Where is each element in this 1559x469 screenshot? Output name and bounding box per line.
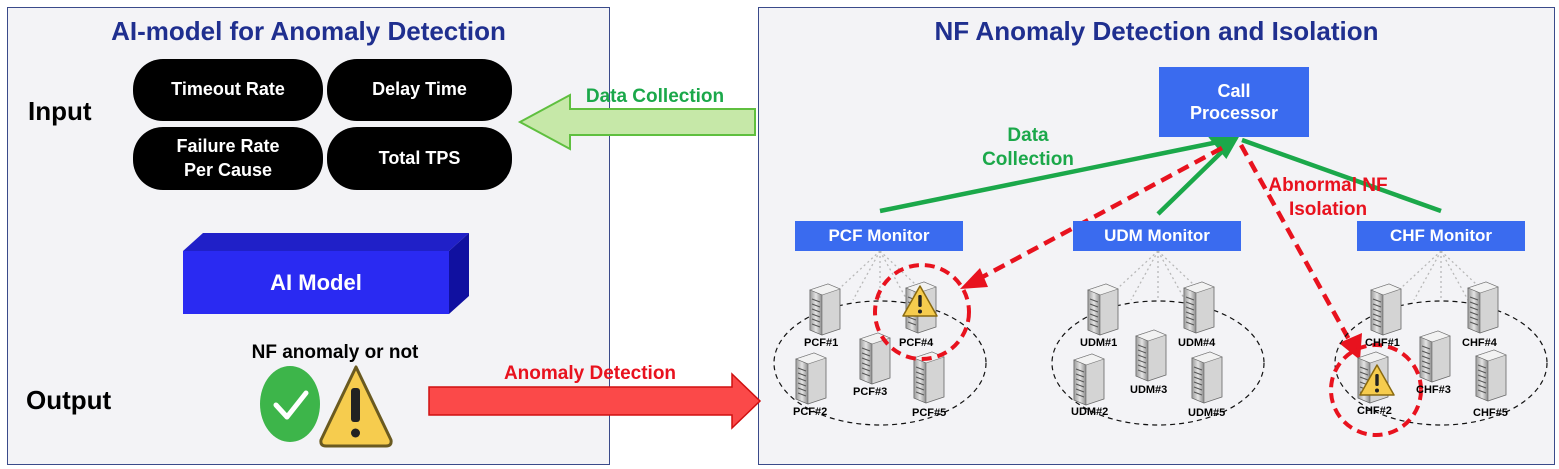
right-panel-title: NF Anomaly Detection and Isolation xyxy=(934,16,1379,46)
udm-group-outline xyxy=(1051,300,1265,426)
ai-model-block-side xyxy=(449,233,469,314)
check-icon xyxy=(260,366,320,442)
feature-total-tps: Total TPS xyxy=(327,127,512,190)
pcf-group-outline xyxy=(773,300,987,426)
data-collection-arrow-label: Data Collection xyxy=(585,86,725,107)
chf2-label: CHF#2 xyxy=(1357,405,1392,417)
chf4-label: CHF#4 xyxy=(1462,337,1497,349)
chf3-label: CHF#3 xyxy=(1416,384,1451,396)
chf1-label: CHF#1 xyxy=(1365,337,1400,349)
anomaly-detection-arrow xyxy=(428,372,762,430)
right-data-collection-label: Data Collection xyxy=(982,125,1074,170)
warning-icon xyxy=(319,365,393,448)
udm2-label: UDM#2 xyxy=(1071,406,1109,418)
udm3-label: UDM#3 xyxy=(1130,384,1168,396)
pcf-isolation-arrowhead xyxy=(960,268,988,289)
chf5-label: CHF#5 xyxy=(1473,407,1508,419)
chf-group-outline xyxy=(1334,300,1548,426)
pcf2-label: PCF#2 xyxy=(793,406,828,418)
udm1-label: UDM#1 xyxy=(1080,337,1118,349)
feature-timeout-rate: Timeout Rate xyxy=(133,59,323,121)
output-label: Output xyxy=(26,385,112,415)
call-processor-box: Call Processor xyxy=(1159,67,1309,137)
udm4-label: UDM#4 xyxy=(1178,337,1216,349)
pcf5-label: PCF#5 xyxy=(912,407,947,419)
left-panel-title: AI-model for Anomaly Detection xyxy=(111,16,506,46)
pcf4-label: PCF#4 xyxy=(899,337,934,349)
pcf1-label: PCF#1 xyxy=(804,337,839,349)
result-label: NF anomaly or not xyxy=(251,342,419,363)
ai-model-block-front xyxy=(183,251,449,314)
chf-isolation-arrowhead xyxy=(1339,333,1362,360)
data-collection-arrow xyxy=(517,93,756,151)
anomaly-detection-arrow-label: Anomaly Detection xyxy=(503,363,677,384)
ai-model-block-top xyxy=(183,233,469,251)
feature-failure-rate: Failure Rate Per Cause xyxy=(133,127,323,190)
pcf-monitor-box: PCF Monitor xyxy=(795,221,963,251)
chf-monitor-box: CHF Monitor xyxy=(1357,221,1525,251)
feature-delay-time: Delay Time xyxy=(327,59,512,121)
udm5-label: UDM#5 xyxy=(1188,407,1226,419)
pcf3-label: PCF#3 xyxy=(853,386,888,398)
ai-model-label: AI Model xyxy=(270,269,362,295)
pcf4-anomaly-highlight xyxy=(873,263,971,361)
input-label: Input xyxy=(28,96,92,126)
chf2-anomaly-highlight xyxy=(1329,343,1423,437)
abnormal-nf-isolation-label: Abnormal NF Isolation xyxy=(1268,175,1388,220)
udm-monitor-box: UDM Monitor xyxy=(1073,221,1241,251)
